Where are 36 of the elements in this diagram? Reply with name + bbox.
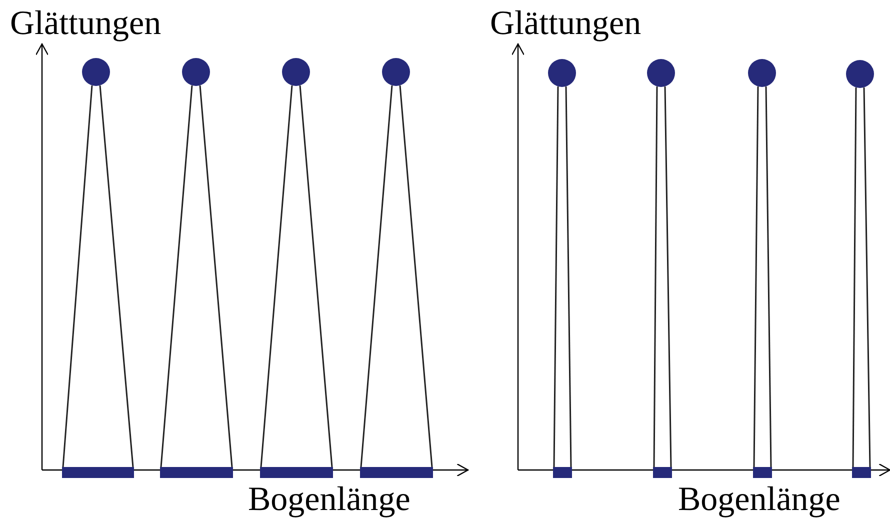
- line: [765, 86, 772, 468]
- interval-bar: [260, 467, 333, 478]
- axis-label: Glättungen: [490, 6, 642, 42]
- interval-bar: [553, 467, 572, 478]
- line: [852, 87, 857, 467]
- line: [399, 85, 433, 468]
- circle-marker: [82, 58, 110, 86]
- interval-bar: [62, 467, 134, 478]
- line: [565, 86, 572, 468]
- interval-bar: [653, 467, 672, 478]
- circle-marker: [548, 59, 576, 87]
- circle-marker: [282, 58, 310, 86]
- line: [160, 85, 193, 468]
- circle-marker: [382, 58, 410, 86]
- line: [553, 86, 559, 467]
- line: [664, 86, 672, 468]
- interval-bar: [753, 467, 772, 478]
- line: [753, 86, 759, 467]
- axis-label: Glättungen: [10, 6, 162, 42]
- line: [62, 85, 93, 468]
- line: [653, 86, 658, 467]
- line: [99, 85, 134, 468]
- interval-bar: [360, 467, 433, 478]
- line: [199, 85, 233, 468]
- line: [260, 85, 293, 468]
- circle-marker: [846, 60, 874, 88]
- axis-label: Bogenlänge: [248, 482, 410, 518]
- line: [299, 85, 333, 468]
- axis-label: Bogenlänge: [678, 482, 840, 518]
- line: [360, 85, 393, 468]
- interval-bar: [160, 467, 233, 478]
- circle-marker: [647, 59, 675, 87]
- circle-marker: [748, 59, 776, 87]
- circle-marker: [182, 58, 210, 86]
- line: [863, 87, 871, 468]
- interval-bar: [852, 467, 871, 478]
